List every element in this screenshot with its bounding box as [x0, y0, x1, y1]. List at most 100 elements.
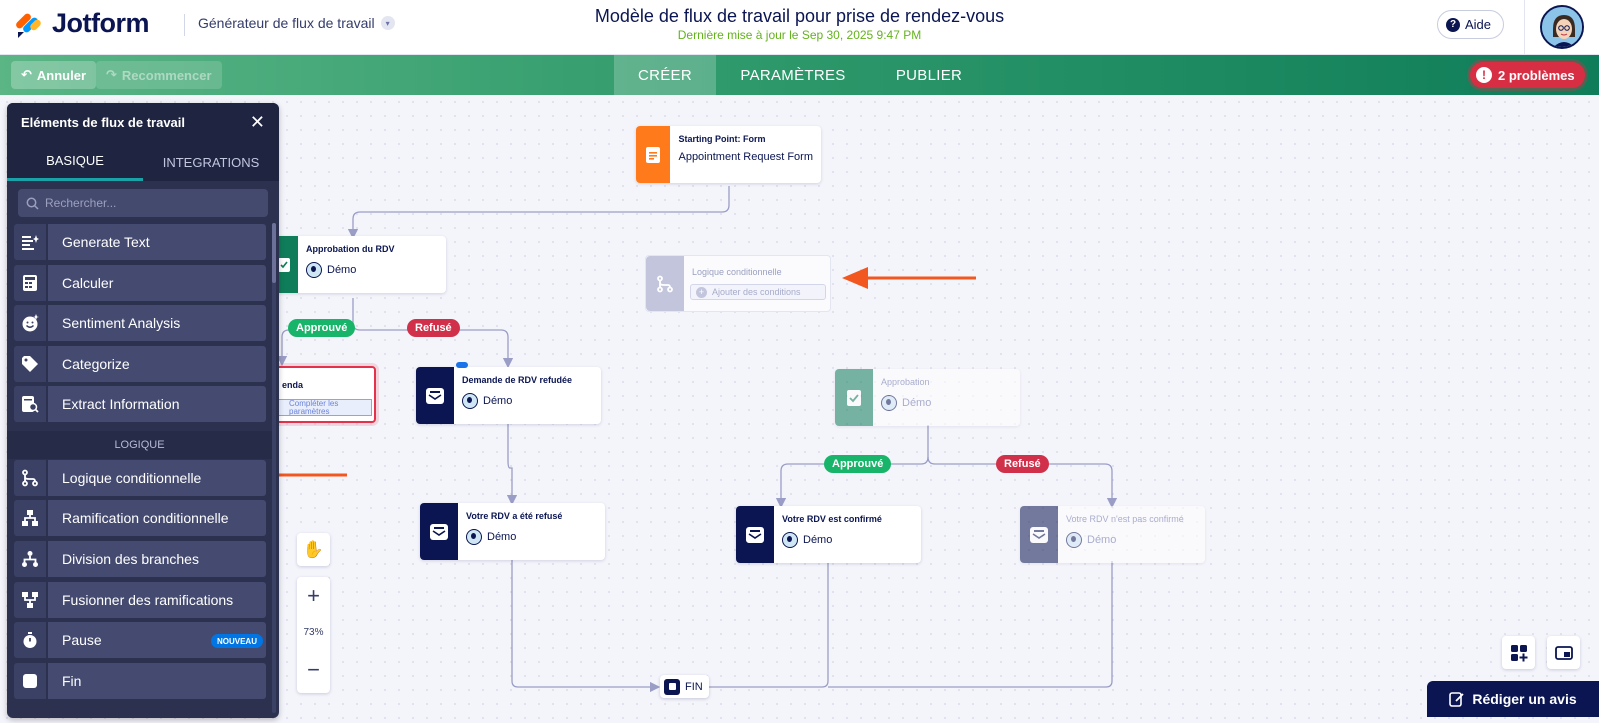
element-extract-information[interactable]: Extract Information: [14, 386, 266, 422]
element-calculer[interactable]: Calculer: [14, 265, 266, 301]
feedback-button[interactable]: Rédiger un avis: [1427, 681, 1599, 717]
help-button[interactable]: ? Aide: [1437, 10, 1505, 39]
pan-tool-button[interactable]: ✋: [297, 533, 330, 566]
node-title: Votre RDV a été refusé: [466, 511, 563, 521]
node-title: Logique conditionnelle: [692, 267, 782, 277]
element-pause[interactable]: Pause NOUVEAU: [14, 622, 266, 658]
assignee-avatar: [306, 262, 322, 278]
zoom-in-button[interactable]: +: [307, 583, 320, 608]
chevron-down-icon: ▾: [380, 16, 395, 30]
node-title: Approbation du RDV: [306, 244, 395, 254]
assignee-name: Démo: [483, 395, 513, 407]
assignee-name: Démo: [1087, 534, 1117, 546]
tab-basique[interactable]: BASIQUE: [7, 143, 143, 181]
approved-branch-label[interactable]: Approuvé: [288, 319, 356, 337]
edit-note-icon: [1449, 692, 1464, 707]
tab-parametres[interactable]: PARAMÈTRES: [740, 66, 846, 84]
approval-node-2[interactable]: Approbation Démo: [835, 369, 1020, 426]
builder-switch[interactable]: Générateur de flux de travail ▾: [198, 15, 395, 31]
builder-switch-label: Générateur de flux de travail: [198, 15, 375, 31]
close-icon[interactable]: ✕: [249, 112, 265, 132]
redo-button[interactable]: ↷ Recommencer: [96, 61, 222, 89]
alert-icon: !: [1476, 67, 1492, 83]
avatar[interactable]: [1540, 5, 1584, 49]
refused-branch-label-2[interactable]: Refusé: [996, 455, 1049, 473]
assignee-avatar: [881, 395, 897, 411]
confirmed-email-node[interactable]: Votre RDV est confirmé Démo: [736, 506, 921, 563]
builder-navbar: ↶ Annuler ↷ Recommencer CRÉER PARAMÈTRES…: [0, 55, 1599, 95]
email-icon: [1020, 506, 1058, 563]
element-label: Pause NOUVEAU: [48, 622, 266, 658]
refused-request-node[interactable]: Demande de RDV refudée Démo: [416, 367, 601, 424]
start-form-node[interactable]: Starting Point: Form Appointment Request…: [636, 126, 821, 183]
element-label-text: Pause: [62, 631, 102, 648]
header-divider: [1524, 0, 1525, 55]
add-conditions-button[interactable]: + Ajouter des conditions: [690, 284, 826, 300]
generate-text-icon: [14, 224, 46, 260]
node-title: enda: [282, 380, 304, 390]
new-badge: NOUVEAU: [210, 634, 263, 648]
tab-creer[interactable]: CRÉER: [614, 55, 716, 95]
redo-icon: ↷: [106, 67, 117, 82]
assignee-name: Démo: [327, 264, 357, 276]
search-icon: [26, 197, 39, 210]
element-sentiment-analysis[interactable]: Sentiment Analysis: [14, 305, 266, 341]
grid-icon: [1510, 644, 1527, 661]
conditional-logic-node[interactable]: Logique conditionnelle + Ajouter des con…: [645, 255, 831, 312]
element-label: Fusionner des ramifications: [48, 582, 266, 618]
tab-integrations[interactable]: INTEGRATIONS: [143, 143, 279, 181]
last-updated: Dernière mise à jour le Sep 30, 2025 9:4…: [677, 28, 922, 42]
assignee-avatar: [1066, 532, 1082, 548]
node-title: Votre RDV est confirmé: [782, 514, 882, 524]
element-split-branches[interactable]: Division des branches: [14, 541, 266, 577]
approval-node[interactable]: Approbation du RDV Démo: [270, 236, 446, 293]
page-title[interactable]: Modèle de flux de travail pour prise de …: [594, 6, 1005, 26]
conditional-logic-icon: [14, 460, 46, 496]
panel-scrollbar[interactable]: [272, 223, 276, 713]
element-label: Sentiment Analysis: [48, 305, 266, 341]
node-title: Starting Point: Form: [678, 134, 766, 144]
refused-branch-label[interactable]: Refusé: [407, 319, 460, 337]
zoom-out-button[interactable]: −: [307, 657, 320, 682]
approved-branch-label-2[interactable]: Approuvé: [824, 455, 892, 473]
stop-icon: [14, 663, 46, 699]
redo-label: Recommencer: [121, 67, 212, 83]
help-label: Aide: [1465, 17, 1492, 32]
hand-icon: ✋: [302, 539, 325, 559]
logo-text: Jotform: [52, 8, 150, 38]
selection-handle[interactable]: [456, 362, 468, 368]
element-conditional-logic[interactable]: Logique conditionnelle: [14, 460, 266, 496]
undo-button[interactable]: ↶ Annuler: [11, 61, 97, 89]
problems-badge[interactable]: ! 2 problèmes: [1470, 62, 1585, 88]
node-subtitle: Appointment Request Form: [678, 151, 813, 163]
search-placeholder: Rechercher...: [45, 196, 117, 210]
element-conditional-branch[interactable]: Ramification conditionnelle: [14, 500, 266, 536]
jotform-logo[interactable]: Jotform: [16, 8, 150, 39]
add-conditions-label: Ajouter des conditions: [712, 287, 801, 297]
split-icon: [14, 541, 46, 577]
element-label: Logique conditionnelle: [48, 460, 266, 496]
agenda-node[interactable]: enda Compléter les paramètres: [270, 366, 376, 423]
end-label: FIN: [685, 680, 703, 693]
element-generate-text[interactable]: Generate Text: [14, 224, 266, 260]
minimap-button[interactable]: [1547, 636, 1580, 669]
merge-icon: [14, 582, 46, 618]
element-merge-branches[interactable]: Fusionner des ramifications: [14, 582, 266, 618]
conditional-branch-icon: [14, 500, 46, 536]
calculator-icon: [14, 265, 46, 301]
tab-publier[interactable]: PUBLIER: [895, 66, 963, 84]
zoom-level: 73%: [303, 627, 324, 638]
search-input[interactable]: Rechercher...: [18, 189, 268, 217]
plus-icon: +: [696, 286, 707, 298]
end-node[interactable]: FIN: [660, 675, 709, 698]
refused-email-node[interactable]: Votre RDV a été refusé Démo: [420, 503, 605, 560]
element-end[interactable]: Fin: [14, 663, 266, 699]
layout-button[interactable]: [1502, 636, 1535, 669]
assignee-name: Démo: [487, 531, 517, 543]
header-divider: [184, 14, 185, 36]
element-categorize[interactable]: Categorize: [14, 346, 266, 382]
panel-title: Eléments de flux de travail: [21, 115, 186, 130]
not-confirmed-email-node[interactable]: Votre RDV n'est pas confirmé Démo: [1020, 506, 1205, 563]
complete-settings-button[interactable]: Compléter les paramètres: [278, 399, 372, 416]
zoom-controls: + 73% −: [297, 577, 330, 693]
